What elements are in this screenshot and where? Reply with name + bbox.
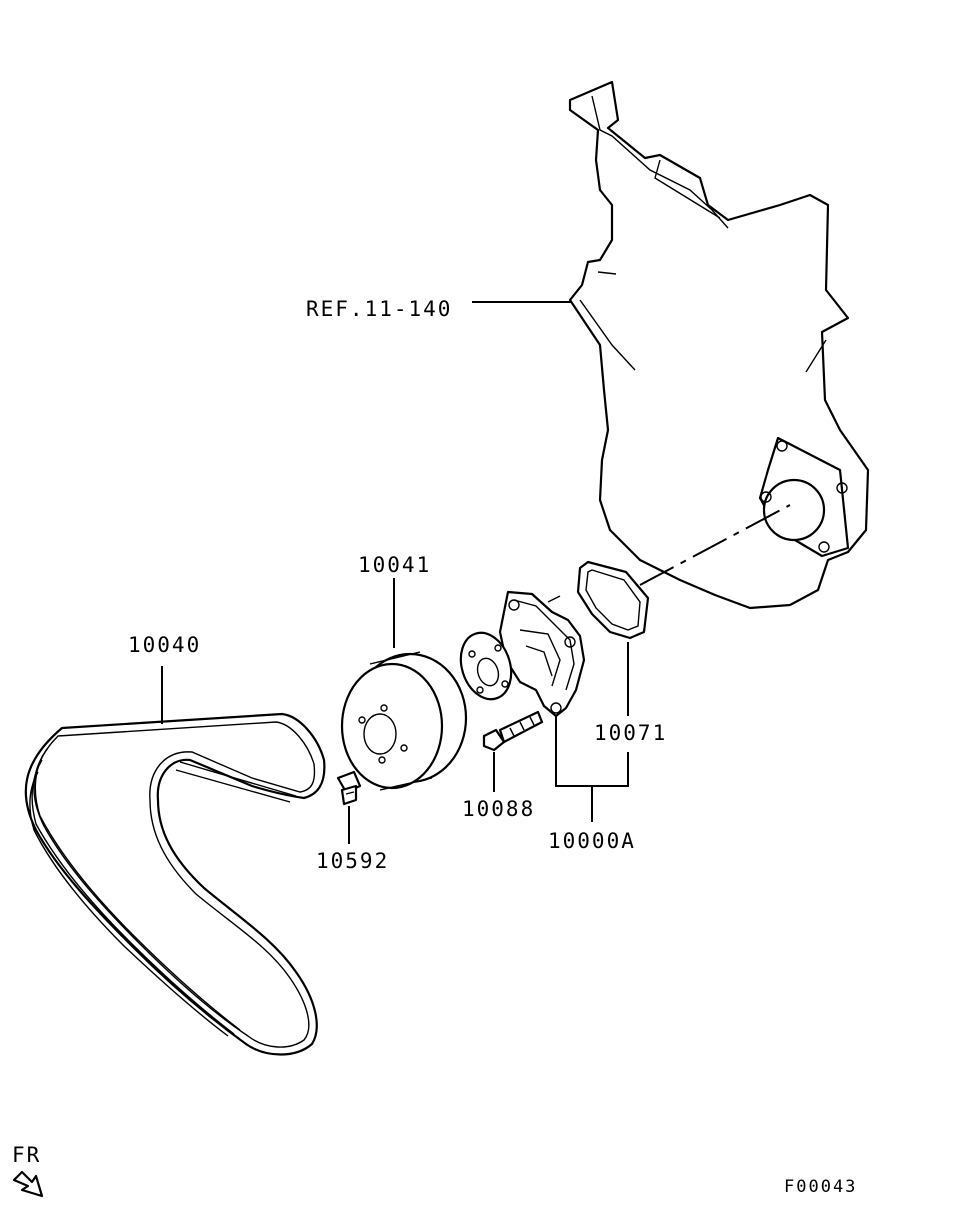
pump-bolt [482, 710, 544, 752]
figure-code: F00043 [784, 1177, 857, 1197]
callout-pump-bolt: 10088 [462, 797, 535, 821]
reference-label: REF.11-140 [306, 297, 452, 321]
front-direction-arrow-icon [12, 1170, 44, 1198]
callout-pulley-bolt: 10592 [316, 849, 389, 873]
direction-label: FR [12, 1143, 41, 1167]
callout-belt: 10040 [128, 633, 201, 657]
callout-gasket: 10071 [594, 721, 667, 745]
callout-pulley: 10041 [358, 553, 431, 577]
drive-belt [24, 712, 326, 1056]
water-pump [459, 590, 586, 718]
timing-cover-outline [568, 80, 870, 610]
gasket [576, 560, 650, 640]
callout-pump-assembly: 10000A [548, 829, 636, 853]
alignment-line [639, 504, 791, 586]
pulley-bolt [336, 770, 362, 806]
water-pump-pulley [340, 651, 468, 791]
